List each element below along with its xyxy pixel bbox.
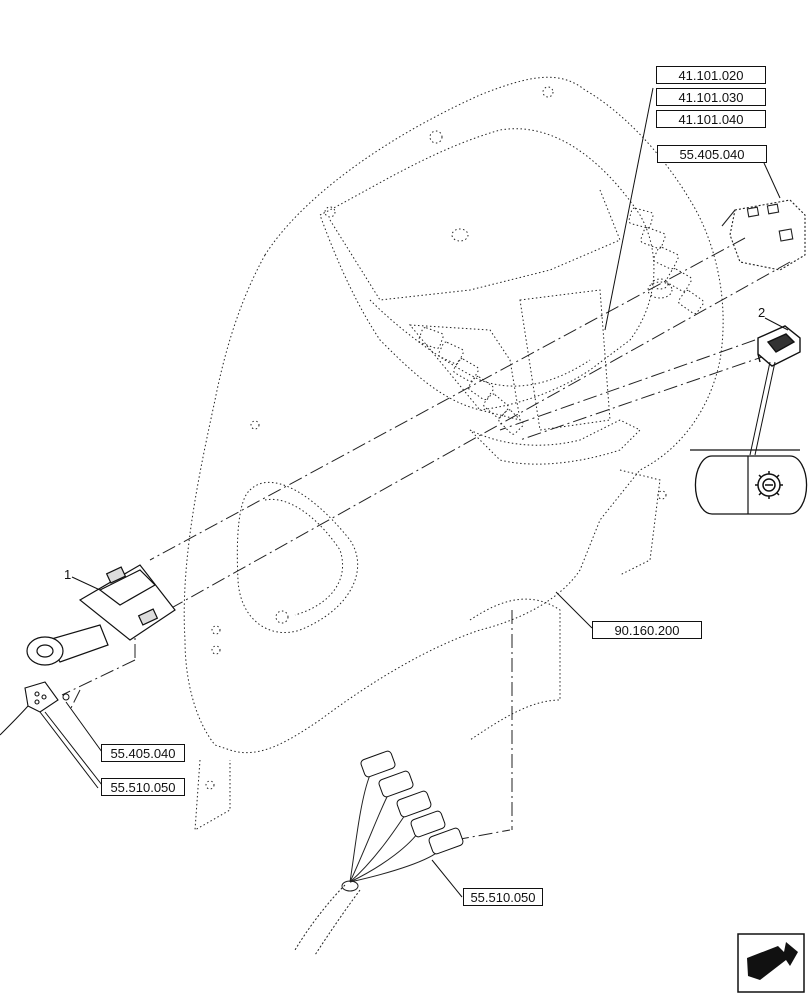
ref-top-right[interactable]: 55.405.040 <box>657 145 767 163</box>
leader-switch-symbol-a <box>749 361 771 456</box>
ref-top-stack-3[interactable]: 41.101.040 <box>656 110 766 128</box>
ref-left-lower[interactable]: 55.510.050 <box>101 778 185 796</box>
leader-bottom <box>431 859 463 898</box>
leader-left-lower-a <box>44 711 103 786</box>
callout-item-1: 1 <box>64 567 72 582</box>
leader-switch-symbol-b <box>754 361 776 456</box>
ref-mid-right[interactable]: 90.160.200 <box>592 621 702 639</box>
callout-leader-1 <box>71 576 101 591</box>
callout-item-2: 2 <box>758 305 766 320</box>
switch-symbol-panel <box>694 455 808 515</box>
small-pin <box>62 693 70 701</box>
cab-console-outline <box>183 76 724 831</box>
ref-bottom[interactable]: 55.510.050 <box>463 888 543 906</box>
ref-top-stack-1[interactable]: 41.101.020 <box>656 66 766 84</box>
left-wire <box>0 705 29 736</box>
leader-left-upper <box>65 701 103 753</box>
ref-top-stack-2[interactable]: 41.101.030 <box>656 88 766 106</box>
rocker-switch-icon <box>757 325 801 367</box>
callout-leader-2 <box>764 317 789 331</box>
harness-connectors <box>360 750 464 855</box>
ref-left-upper[interactable]: 55.405.040 <box>101 744 185 762</box>
gear-icon <box>755 471 783 499</box>
leader-left-lower-b <box>39 711 99 789</box>
navigation-arrow-icon <box>737 933 805 993</box>
projection-lines <box>61 237 791 841</box>
leader-top-stack <box>604 87 654 331</box>
joystick-icon <box>26 564 176 666</box>
left-connector <box>24 681 59 713</box>
leader-top-right <box>763 162 781 199</box>
connector-top-right <box>721 199 806 271</box>
leader-mid-right <box>555 591 593 629</box>
